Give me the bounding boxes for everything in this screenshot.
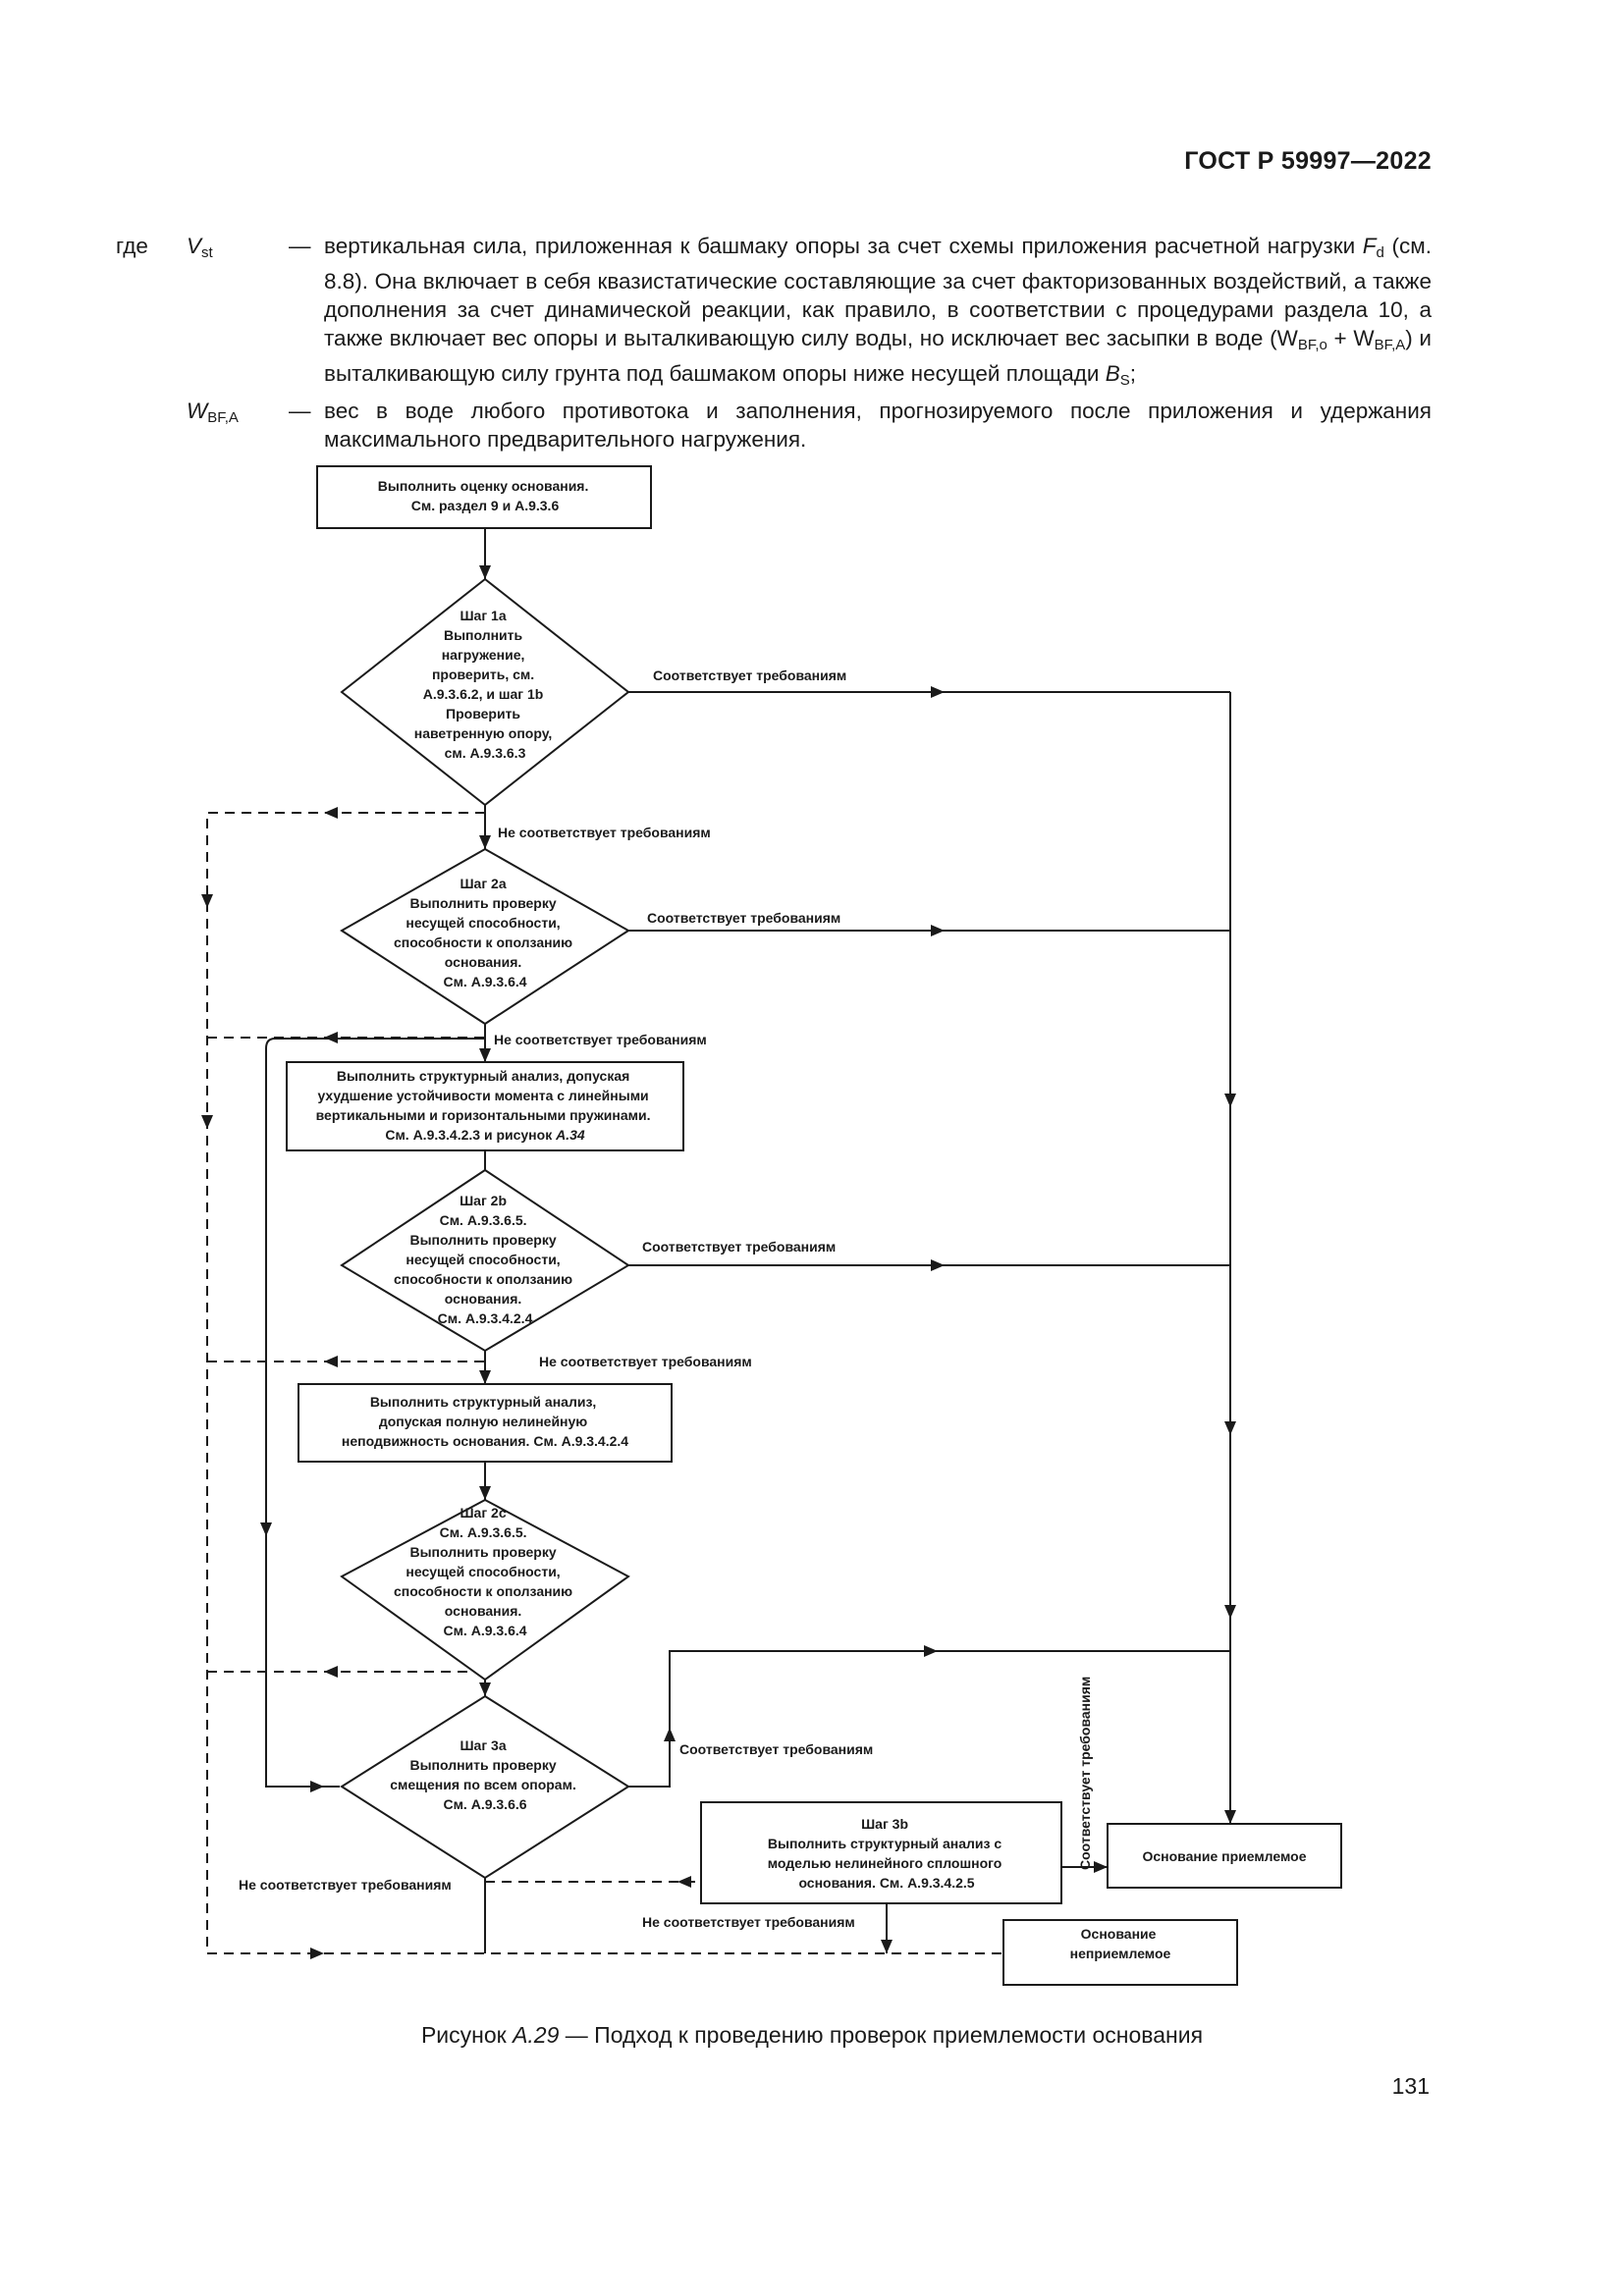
start-text: Выполнить оценку основания. См. раздел 9… xyxy=(378,478,593,513)
analysis1-box xyxy=(286,1061,684,1151)
step2b-diamond xyxy=(340,1168,630,1353)
start-box xyxy=(316,465,652,529)
label-ok-3b: Соответствует требованиям xyxy=(1077,1677,1093,1870)
label-ok-1: Соответствует требованиям xyxy=(653,667,846,683)
accept-box xyxy=(1107,1823,1342,1889)
definition-text-vst: вертикальная сила, приложенная к башмаку… xyxy=(324,234,1432,389)
step1-text: Шаг 1а Выполнить нагружение, проверить, … xyxy=(414,608,556,761)
label-ok-2b: Соответствует требованиям xyxy=(642,1239,836,1255)
symbol-vst: Vst xyxy=(187,234,213,261)
step3b-text: Шаг 3b Выполнить структурный анализ с мо… xyxy=(768,1816,1006,1891)
label-fail-2a: Не соответствует требованиям xyxy=(494,1032,707,1047)
step2b-text: Шаг 2b См. А.9.3.6.5. Выполнить проверку… xyxy=(394,1193,576,1326)
step2c-diamond xyxy=(340,1498,630,1682)
symbol-wbfa: WBF,A xyxy=(187,399,239,426)
analysis2-box xyxy=(298,1383,673,1463)
step3a-diamond xyxy=(340,1694,630,1880)
solid-connectors xyxy=(265,528,1231,1953)
step2a-text: Шаг 2а Выполнить проверку несущей способ… xyxy=(394,876,576,989)
step1-diamond xyxy=(340,577,630,807)
label-ok-2a: Соответствует требованиям xyxy=(647,910,840,926)
reject-box xyxy=(1002,1919,1238,1986)
accept-text: Основание приемлемое xyxy=(1142,1848,1306,1864)
figure-caption: Рисунок А.29 — Подход к проведению прове… xyxy=(420,2022,1204,2048)
definition-text-wbfa: вес в воде любого противотока и заполнен… xyxy=(324,399,1432,452)
label-ok-3a: Соответствует требованиям xyxy=(679,1741,873,1757)
analysis1-text: Выполнить структурный анализ, допуская у… xyxy=(316,1068,655,1143)
definition-dash: — xyxy=(289,399,311,423)
step2a-diamond xyxy=(340,847,630,1026)
step2c-text: Шаг 2с См. А.9.3.6.5. Выполнить проверку… xyxy=(394,1505,576,1638)
analysis2-text: Выполнить структурный анализ, допуская п… xyxy=(342,1394,628,1449)
dashed-connectors xyxy=(206,812,1003,1954)
arrowheads xyxy=(201,565,1236,1959)
label-fail-3a: Не соответствует требованиям xyxy=(239,1877,452,1893)
step3a-text: Шаг 3а Выполнить проверку смещения по вс… xyxy=(390,1737,579,1812)
page-number: 131 xyxy=(1391,2073,1430,2099)
reject-text: Основание неприемлемое xyxy=(1070,1926,1171,1961)
definitions-block: где Vst — вертикальная сила, приложенная… xyxy=(116,232,1432,454)
definition-row-wbfa: WBF,A — вес в воде любого противотока и … xyxy=(116,397,1432,454)
definition-dash: — xyxy=(289,234,311,258)
step3b-box xyxy=(700,1801,1062,1904)
document-header: ГОСТ Р 59997—2022 xyxy=(1184,147,1432,175)
label-fail-2b: Не соответствует требованиям xyxy=(539,1354,752,1369)
definition-row-vst: где Vst — вертикальная сила, приложенная… xyxy=(116,232,1432,395)
label-fail-1: Не соответствует требованиям xyxy=(498,825,711,840)
label-fail-3b: Не соответствует требованиям xyxy=(642,1914,855,1930)
where-label: где xyxy=(116,234,148,258)
